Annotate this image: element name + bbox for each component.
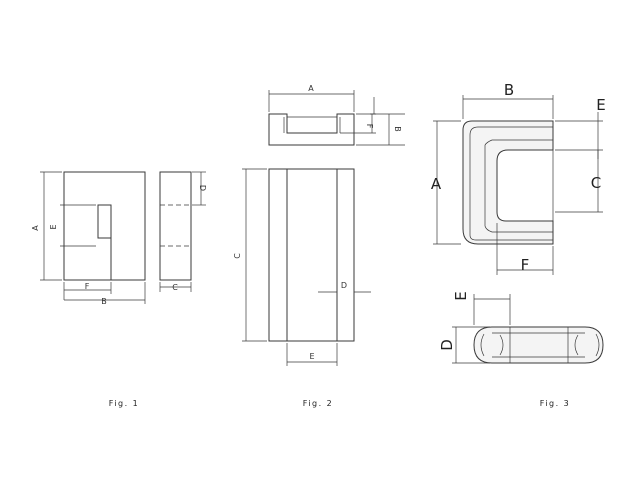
fig2-side-body [268,168,355,342]
fig3-label-B: B [504,81,514,99]
fig3-label-E: E [596,96,605,114]
fig1-side-view [159,171,192,281]
fig2-label-E: E [309,352,314,361]
fig2-label-F: F [365,124,374,129]
fig1-label-F: F [85,282,90,291]
fig1-label-D: D [198,185,207,191]
fig3: A B E C F E [431,81,606,408]
fig1-label-E: E [49,224,58,229]
fig3-u-core [462,120,554,245]
fig3-label-D: D [438,339,456,351]
fig1-u-core-front [63,171,146,281]
fig3-label-F: F [521,256,530,274]
fig2: A F B C D E Fig. 2 [233,84,405,408]
fig3-label-A: A [431,175,442,193]
fig2-caption: Fig. 2 [303,399,334,408]
fig2-label-B: B [393,126,402,132]
fig2-label-A: A [308,84,314,93]
fig1-label-A: A [31,225,40,231]
fig2-u-top-view [268,113,355,146]
fig3-caption: Fig. 3 [540,399,571,408]
fig2-label-D: D [341,281,347,290]
fig1: A E F B C D Fig. 1 [31,171,207,408]
fig3-label-C: C [591,174,601,192]
fig1-label-B: B [101,297,107,306]
fig3-end-view [473,326,604,364]
fig3-label-E-end: E [452,291,470,300]
fig2-label-C: C [233,253,242,259]
fig1-label-C: C [172,283,178,292]
fig1-caption: Fig. 1 [109,399,140,408]
